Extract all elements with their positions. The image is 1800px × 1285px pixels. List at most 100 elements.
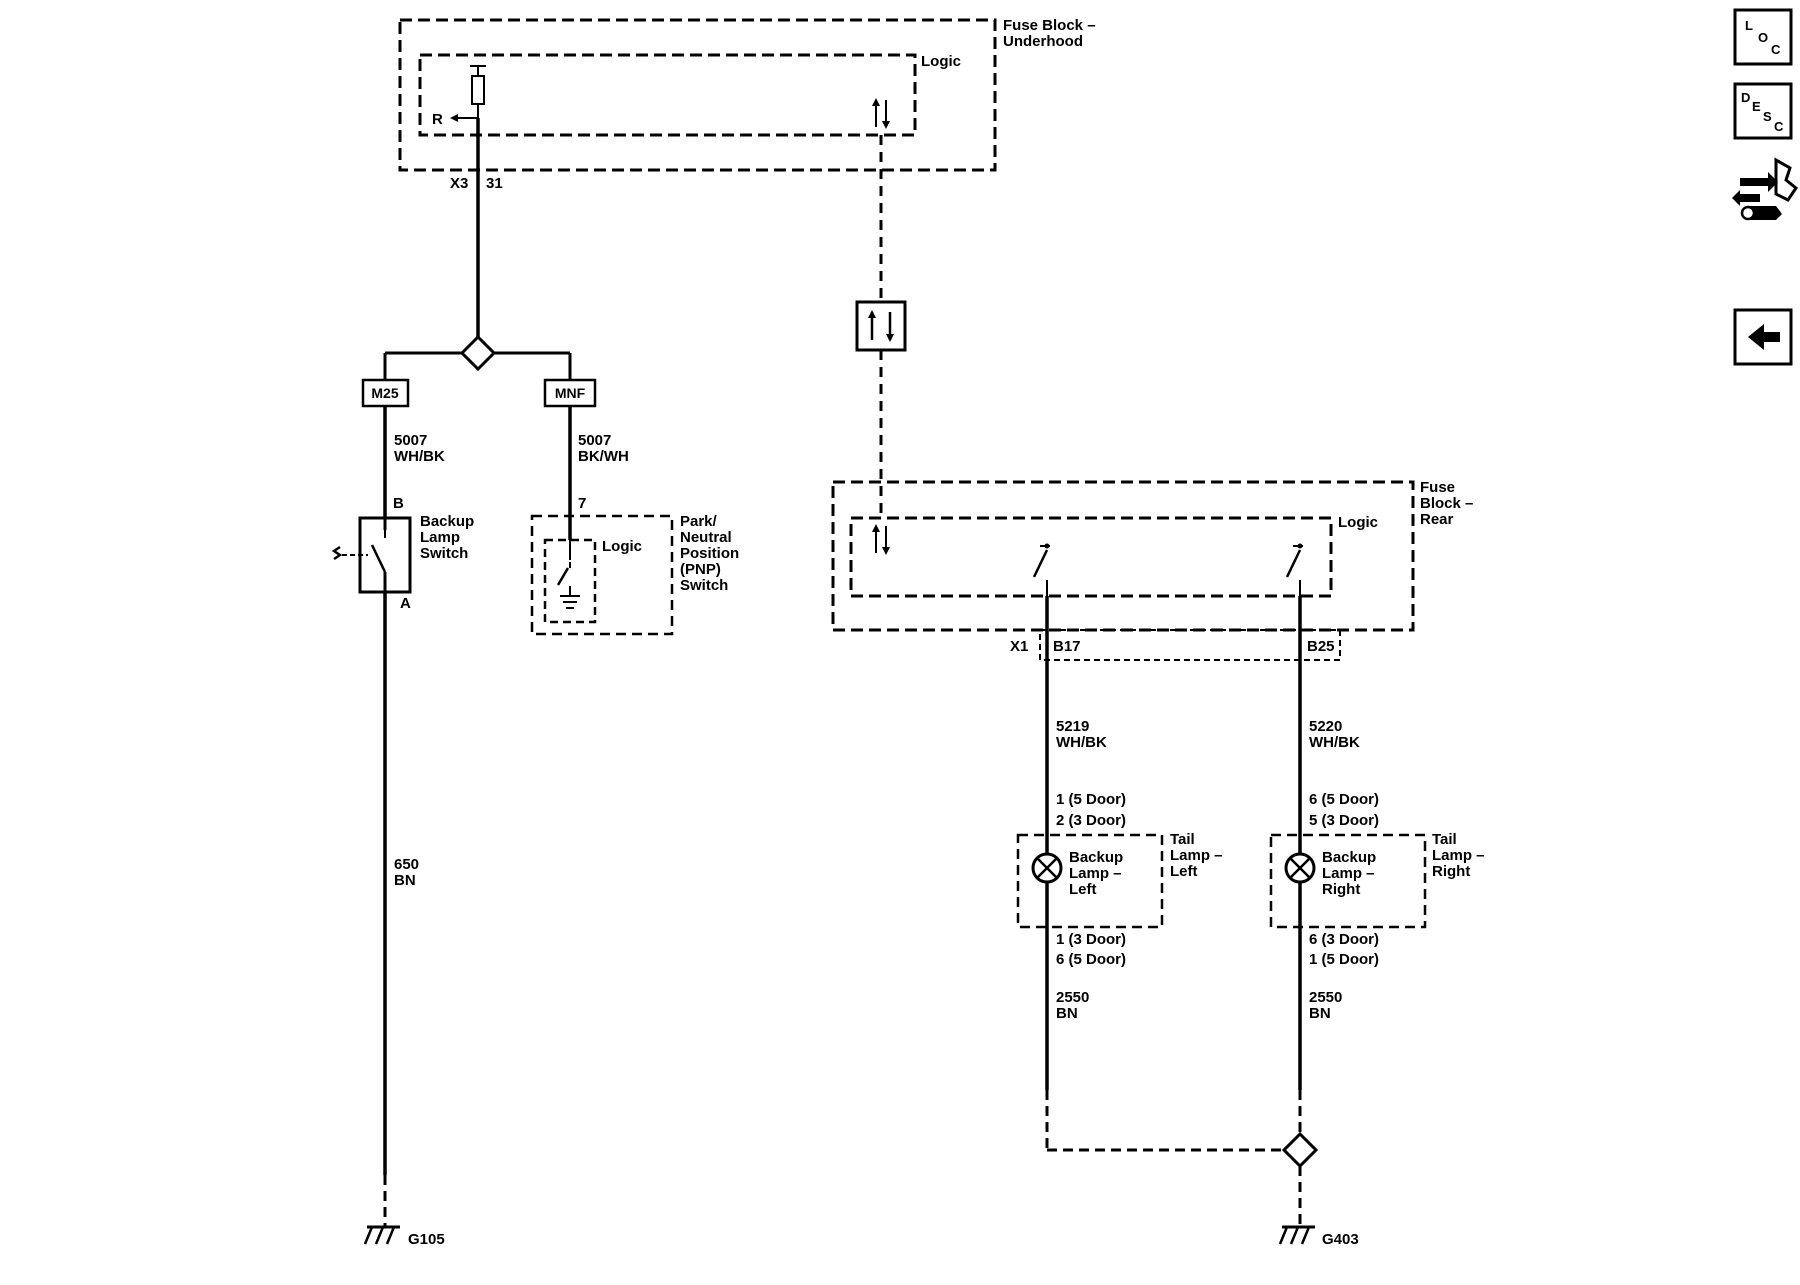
splice-label-mnf: MNF (555, 385, 586, 401)
tail-lamp-right-circuit: 5220 WH/BK 6 (5 Door) 5 (3 Door) Backup … (1269, 596, 1485, 1090)
tail-lamp-left-label-2: Lamp – (1170, 847, 1223, 864)
backup-lamp-switch-label-1: Backup (420, 513, 474, 530)
rear-driver-switch-left-icon (1032, 543, 1050, 596)
pnp-switch-outline (530, 514, 674, 636)
fuse-block-rear-label-1: Fuse (1420, 479, 1455, 496)
pnp-switch-label-3: Position (680, 545, 739, 562)
backup-lamp-left-label-2: Lamp – (1069, 865, 1122, 882)
relay-side-label: R (432, 111, 443, 128)
tail-lamp-left-pin-top-2: 2 (3 Door) (1056, 812, 1126, 829)
desc-button[interactable]: D E S C (1733, 82, 1793, 140)
fuse-block-underhood-outline (398, 18, 997, 172)
pnp-switch-label-5: Switch (680, 577, 728, 594)
splice-box-m25 (361, 378, 410, 408)
underhood-connector-label: X3 (450, 175, 468, 192)
splice-box-mnf (543, 378, 597, 408)
desc-letter-e: E (1752, 99, 1761, 114)
fuse-block-underhood-label-2: Underhood (1003, 33, 1083, 50)
backup-lamp-left-label-1: Backup (1069, 849, 1123, 866)
backup-lamp-right-label-3: Right (1322, 881, 1360, 898)
tail-lamp-right-pin-bottom-1: 6 (3 Door) (1309, 931, 1379, 948)
pnp-switch-pin-7: 7 (578, 495, 586, 512)
pnp-switch-label-4: (PNP) (680, 561, 721, 578)
loc-letter-c: C (1771, 42, 1781, 57)
backup-lamp-switch-label-2: Lamp (420, 529, 460, 546)
fuse-block-underhood-label-1: Fuse Block – (1003, 17, 1096, 34)
tail-lamp-right-label-2: Lamp – (1432, 847, 1485, 864)
wire-5007-right-circuit: 5007 (578, 432, 611, 449)
fuse-icon (471, 75, 485, 105)
ground-icon-g403 (1278, 1225, 1315, 1245)
connector-tool-button[interactable] (1732, 157, 1799, 221)
wire-5007-left-color: WH/BK (394, 448, 445, 465)
underhood-serial-data-icon (872, 98, 890, 129)
serial-data-box (855, 300, 907, 352)
backup-lamp-right-label-1: Backup (1322, 849, 1376, 866)
tail-lamp-right-label-1: Tail (1432, 831, 1457, 848)
serial-data-link (855, 135, 907, 520)
ground-splice-diamond-icon (1281, 1131, 1319, 1169)
backup-lamp-switch-label-3: Switch (420, 545, 468, 562)
underhood-logic-outline (418, 53, 917, 137)
wire-2550-left-color: BN (1056, 1005, 1078, 1022)
tail-lamp-right-label-3: Right (1432, 863, 1470, 880)
backup-lamp-switch: B A Backup Lamp Switch (331, 495, 474, 612)
mechanical-actuator-icon (331, 545, 343, 561)
tail-lamp-left-pin-bottom-1: 1 (3 Door) (1056, 931, 1126, 948)
ground-icon-g105 (363, 1225, 400, 1245)
pnp-switch-contact-icon (556, 567, 570, 586)
pnp-switch-label-2: Neutral (680, 529, 732, 546)
loc-button[interactable]: L O C (1733, 8, 1793, 66)
left-circuit: M25 MNF 5007 WH/BK B A Backup Lamp Switc… (331, 118, 739, 1248)
wire-2550-right-color: BN (1309, 1005, 1331, 1022)
splice-diamond-icon (459, 334, 497, 372)
pnp-switch: 7 Logic Park/ Neutral Position (PNP) Swi… (530, 495, 739, 636)
backup-lamp-right-bulb-icon (1284, 852, 1316, 884)
back-arrow-icon (1748, 324, 1780, 350)
tail-lamp-left-outline (1016, 833, 1164, 929)
rear-driver-switch-right-icon (1285, 543, 1303, 596)
desc-letter-c: C (1774, 119, 1784, 134)
pnp-ground-icon (560, 595, 580, 609)
fuse-block-rear-label-2: Block – (1420, 495, 1473, 512)
desc-letter-d: D (1741, 90, 1750, 105)
rear-logic-label: Logic (1338, 514, 1378, 531)
wire-2550-right-circuit: 2550 (1309, 989, 1342, 1006)
loc-letter-o: O (1758, 30, 1768, 45)
fuse-block-rear: Fuse Block – Rear Logic X1 B17 B25 (831, 479, 1473, 661)
tail-lamp-left-label-3: Left (1170, 863, 1198, 880)
underhood-logic-label: Logic (921, 53, 961, 70)
tail-lamp-right-pin-top-1: 6 (5 Door) (1309, 791, 1379, 808)
wire-650-color: BN (394, 872, 416, 889)
tail-lamp-right-outline (1269, 833, 1427, 929)
backup-lamp-left-label-3: Left (1069, 881, 1097, 898)
back-button[interactable] (1733, 308, 1793, 366)
wire-5007-left-circuit: 5007 (394, 432, 427, 449)
tail-lamp-right-pin-bottom-2: 1 (5 Door) (1309, 951, 1379, 968)
loc-letter-l: L (1745, 18, 1753, 33)
tail-lamp-left-label-1: Tail (1170, 831, 1195, 848)
underhood-pin-label: 31 (486, 175, 503, 192)
desc-letter-s: S (1763, 109, 1772, 124)
splice-label-m25: M25 (371, 385, 398, 401)
ground-label-g105: G105 (408, 1231, 445, 1248)
wire-5220-circuit: 5220 (1309, 718, 1342, 735)
rear-connector-label: X1 (1010, 638, 1028, 655)
fuse-block-underhood: Fuse Block – Underhood Logic R X3 31 (398, 17, 1096, 192)
backup-lamp-switch-pin-b: B (393, 495, 404, 512)
tail-lamp-left-pin-bottom-2: 6 (5 Door) (1056, 951, 1126, 968)
wire-5219-circuit: 5219 (1056, 718, 1089, 735)
backup-lamp-right-label-2: Lamp – (1322, 865, 1375, 882)
backup-lamp-left-bulb-icon (1031, 852, 1063, 884)
pnp-logic-label: Logic (602, 538, 642, 555)
ground-label-g403: G403 (1322, 1231, 1359, 1248)
rear-ground-return: G403 (1045, 1090, 1359, 1248)
rear-serial-data-icon (872, 524, 890, 555)
wire-650-circuit: 650 (394, 856, 419, 873)
wire-5007-right-color: BK/WH (578, 448, 629, 465)
fuse-block-rear-outline (831, 480, 1415, 632)
backup-lamp-switch-pin-a: A (400, 595, 411, 612)
pnp-logic-outline (543, 538, 597, 624)
